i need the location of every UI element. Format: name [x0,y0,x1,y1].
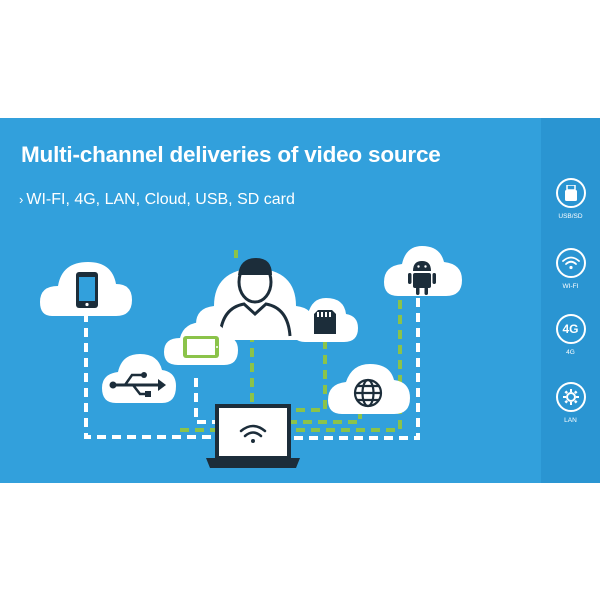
page-title: Multi-channel deliveries of video source [21,142,441,167]
4g-icon: 4G [555,314,586,344]
sidebar-item-label: 4G [566,349,575,356]
sidebar-item-wifi: WI-FI [541,248,600,290]
usb-icon [109,372,166,397]
globe-cloud [328,364,410,414]
sidebar-item-label: WI-FI [562,283,579,290]
sidebar-item-label: LAN [564,417,577,424]
sidebar-item-lan: LAN [541,382,600,424]
smartphone-icon [76,272,98,308]
laptop [206,404,300,468]
usb-stick-icon [555,178,586,208]
wifi-icon [555,248,586,278]
sidebar-item-4g: 4G 4G [541,314,600,356]
android-cloud [384,246,462,296]
wifi-icon [239,424,267,443]
subtitle-text: WI-FI, 4G, LAN, Cloud, USB, SD card [26,191,295,208]
person-icon [218,258,292,337]
lan-icon [555,382,586,412]
android-icon [408,261,436,295]
tablet-cloud [164,322,238,365]
usb-cloud [102,354,176,403]
chevron-right-icon: › [19,192,24,207]
sidebar-item-label: USB/SD [558,213,583,220]
video-source-banner: Multi-channel deliveries of video source… [0,118,600,483]
tablet-icon [183,336,219,358]
sd-card-icon [314,310,336,334]
sd-card-cloud [292,298,358,342]
user-cloud [196,258,314,340]
globe-icon [353,378,383,408]
main-panel: Multi-channel deliveries of video source… [0,118,541,483]
phone-cloud [40,262,132,316]
sidebar-item-usb-sd: USB/SD [541,178,600,220]
feature-sidebar: USB/SD WI-FI 4G 4G LAN [541,118,600,483]
subtitle-line: ›WI-FI, 4G, LAN, Cloud, USB, SD card [19,191,295,209]
connectivity-diagram [40,246,462,468]
4g-badge: 4G [562,322,579,336]
